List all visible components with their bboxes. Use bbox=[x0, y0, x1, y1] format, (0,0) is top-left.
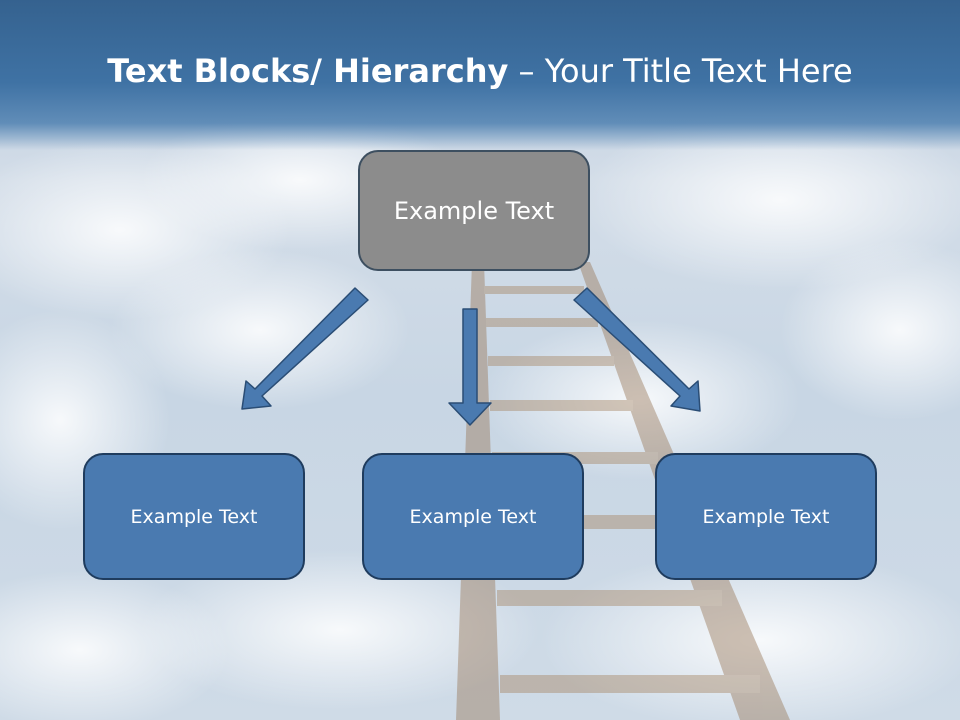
title-bold-part: Text Blocks/ Hierarchy bbox=[107, 52, 509, 90]
child-text-block-middle[interactable]: Example Text bbox=[362, 453, 584, 580]
arrow-left bbox=[241, 287, 369, 410]
child-text-block-right[interactable]: Example Text bbox=[655, 453, 877, 580]
top-text-block[interactable]: Example Text bbox=[358, 150, 590, 271]
child-text-block-left[interactable]: Example Text bbox=[83, 453, 305, 580]
cloud-shapes bbox=[0, 110, 960, 720]
child-text-block-label: Example Text bbox=[130, 505, 258, 528]
arrow-right bbox=[573, 287, 701, 412]
top-text-block-label: Example Text bbox=[393, 196, 555, 225]
child-text-block-label: Example Text bbox=[409, 505, 537, 528]
arrow-center bbox=[448, 308, 492, 426]
title-regular-part: – Your Title Text Here bbox=[508, 52, 853, 90]
child-text-block-label: Example Text bbox=[702, 505, 830, 528]
title-bar bbox=[0, 0, 960, 150]
slide-title: Text Blocks/ Hierarchy – Your Title Text… bbox=[0, 52, 960, 90]
